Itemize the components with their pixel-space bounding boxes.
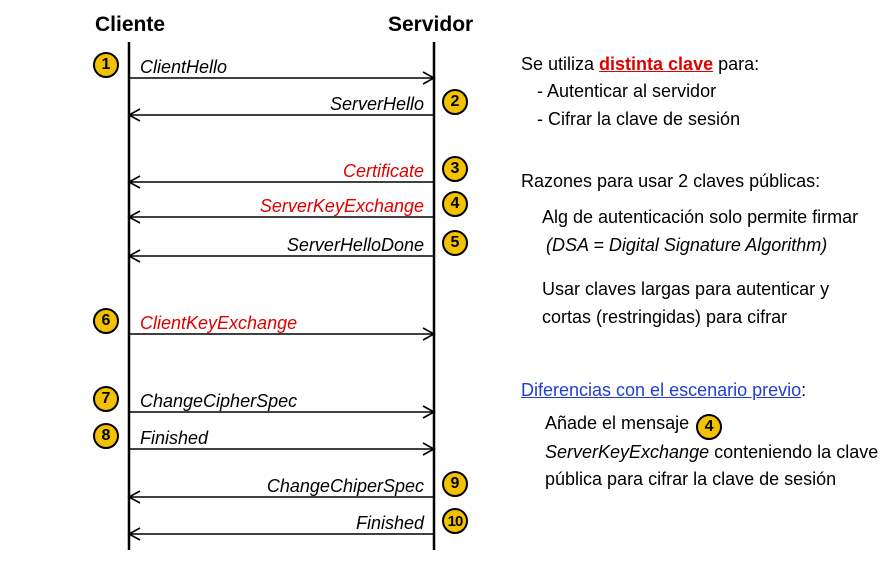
message-label-6: ClientKeyExchange (140, 313, 298, 333)
diff-line3: pública para cifrar la clave de sesión (545, 469, 837, 489)
diff-line2-rest: conteniendo la clave (709, 442, 879, 462)
step-badge-3: 3 (442, 156, 468, 182)
step-badge-2: 2 (442, 89, 468, 115)
key-intro-prefix: Se utiliza (521, 54, 600, 74)
step-badge-10: 10 (442, 508, 468, 534)
client-heading: Cliente (95, 13, 166, 36)
step-badge-4: 4 (442, 191, 468, 217)
diff-step-badge: 4 (696, 414, 723, 440)
step-badge-6: 6 (93, 308, 119, 334)
step-badge-1: 1 (93, 52, 119, 78)
arrowhead-7 (422, 405, 436, 419)
arrowhead-6 (422, 327, 436, 341)
reason-1: Alg de autenticación solo permite firmar (542, 207, 859, 227)
diff-title-link[interactable]: Diferencias con el escenario previo (521, 380, 802, 400)
key-item-1: - Autenticar al servidor (537, 81, 717, 101)
key-intro: Se utiliza distinta clave para: (521, 53, 759, 75)
arrowhead-4 (127, 210, 141, 224)
diff-title-suffix: : (801, 380, 807, 400)
step-badge-8: 8 (93, 423, 119, 449)
arrowhead-5 (127, 249, 141, 263)
diff-line2-italic: ServerKeyExchange (545, 442, 710, 462)
arrowhead-1 (422, 71, 436, 85)
diff-line2: ServerKeyExchange conteniendo la clave (545, 441, 878, 463)
message-label-7: ChangeCipherSpec (140, 391, 298, 411)
diff-line1: Añade el mensaje 4 (545, 412, 723, 440)
arrowhead-2 (127, 108, 141, 122)
arrowhead-8 (422, 442, 436, 456)
reason-2-line2: cortas (restringidas) para cifrar (542, 307, 788, 327)
message-label-5: ServerHelloDone (286, 235, 424, 255)
key-intro-suffix: para: (713, 54, 760, 74)
message-label-8: Finished (140, 428, 209, 448)
message-label-9: ChangeChiperSpec (266, 476, 424, 496)
message-label-3: Certificate (342, 161, 424, 181)
message-label-4: ServerKeyExchange (259, 196, 424, 216)
arrowhead-9 (127, 490, 141, 504)
reason-1-detail: (DSA = Digital Signature Algorithm) (546, 235, 828, 255)
arrowhead-10 (127, 527, 141, 541)
key-intro-highlight: distinta clave (599, 54, 714, 74)
reason-2-line1: Usar claves largas para autenticar y (542, 279, 830, 299)
diff-title: Diferencias con el escenario previo: (521, 379, 806, 401)
step-badge-9: 9 (442, 471, 468, 497)
arrowhead-3 (127, 175, 141, 189)
key-item-2: - Cifrar la clave de sesión (537, 109, 741, 129)
message-label-2: ServerHello (329, 94, 424, 114)
message-label-1: ClientHello (140, 57, 228, 77)
message-label-10: Finished (355, 513, 424, 533)
reasons-title: Razones para usar 2 claves públicas: (521, 171, 821, 191)
step-badge-7: 7 (93, 386, 119, 412)
diff-line1-text: Añade el mensaje (545, 413, 690, 433)
step-badge-5: 5 (442, 230, 468, 256)
server-heading: Servidor (388, 13, 474, 36)
